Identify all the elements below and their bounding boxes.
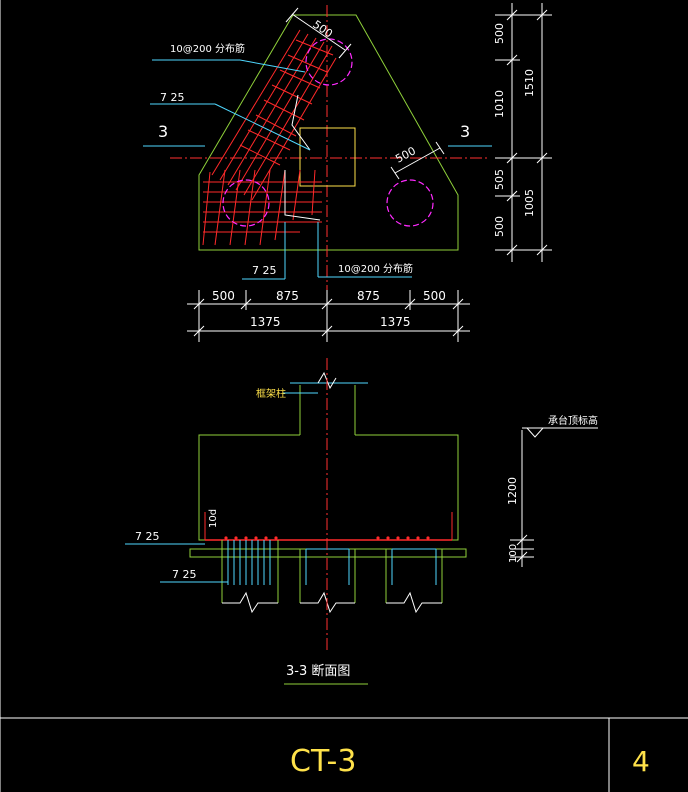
bottom-total-1: 1375 — [250, 315, 281, 329]
section-view: 框架柱 10d 7 25 7 25 承台顶标高 1200 100 3-3 断面图 — [125, 358, 598, 685]
right-dimension-chain — [495, 3, 552, 262]
bottom-dim-2: 875 — [276, 289, 299, 303]
pile-break-icons — [222, 591, 442, 614]
plan-view: 500 500 10@200 分布筋 7 25 3 3 7 25 10@200 … — [143, 3, 552, 345]
bar-note-lower: 7 25 — [252, 264, 277, 277]
section-bar-note-bottom: 7 25 — [172, 568, 197, 581]
cushion-dim: 100 — [508, 544, 519, 563]
section-bar-note-top: 7 25 — [135, 530, 160, 543]
section-dimension-chain — [510, 430, 534, 567]
column-outline — [299, 127, 356, 187]
section-piles — [221, 540, 443, 603]
rebar-note-bottom: 10@200 分布筋 — [338, 262, 413, 275]
right-dim-4: 500 — [493, 216, 506, 237]
top-edge-dim: 500 — [310, 18, 335, 41]
right-total-2: 1005 — [523, 189, 536, 217]
diag-dim-line — [394, 147, 441, 174]
rebar-dots — [224, 536, 430, 540]
right-dim-3: 505 — [493, 169, 506, 190]
bottom-dimension-chain — [187, 290, 470, 342]
section-title: 3-3 断面图 — [286, 664, 350, 679]
bottom-dim-4: 500 — [423, 289, 446, 303]
elevation-marker-icon — [526, 427, 544, 438]
sheet-number: 4 — [632, 745, 650, 778]
rebar-mesh-horizontal — [202, 169, 322, 246]
column-label: 框架柱 — [256, 387, 286, 400]
section-mark-right: 3 — [460, 122, 470, 141]
pile-right — [386, 179, 434, 227]
bottom-dim-3: 875 — [357, 289, 380, 303]
right-dim-1: 500 — [493, 23, 506, 44]
section-mark-left: 3 — [158, 122, 168, 141]
bar-note-upper: 7 25 — [160, 91, 185, 104]
bottom-total-2: 1375 — [380, 315, 411, 329]
right-total-1: 1510 — [523, 69, 536, 97]
top-edge-dim-line — [291, 13, 346, 51]
anchor-label: 10d — [208, 509, 219, 528]
height-dim: 1200 — [506, 477, 519, 505]
pile-top — [305, 38, 353, 86]
rebar-mesh-diagonal — [211, 29, 337, 201]
rebar-note-top: 10@200 分布筋 — [170, 42, 245, 55]
pile-rebars — [227, 540, 437, 585]
cushion-layer — [189, 548, 467, 558]
mesh-leader — [284, 170, 321, 221]
right-dim-2: 1010 — [493, 90, 506, 118]
bottom-dim-1: 500 — [212, 289, 235, 303]
pile-left — [222, 179, 270, 227]
pile-cap-outline — [198, 14, 459, 251]
drawing-name: CT-3 — [290, 744, 356, 779]
section-cap-outline — [198, 434, 459, 541]
cap-top-label: 承台顶标高 — [548, 414, 598, 427]
mesh-leader — [291, 94, 311, 151]
